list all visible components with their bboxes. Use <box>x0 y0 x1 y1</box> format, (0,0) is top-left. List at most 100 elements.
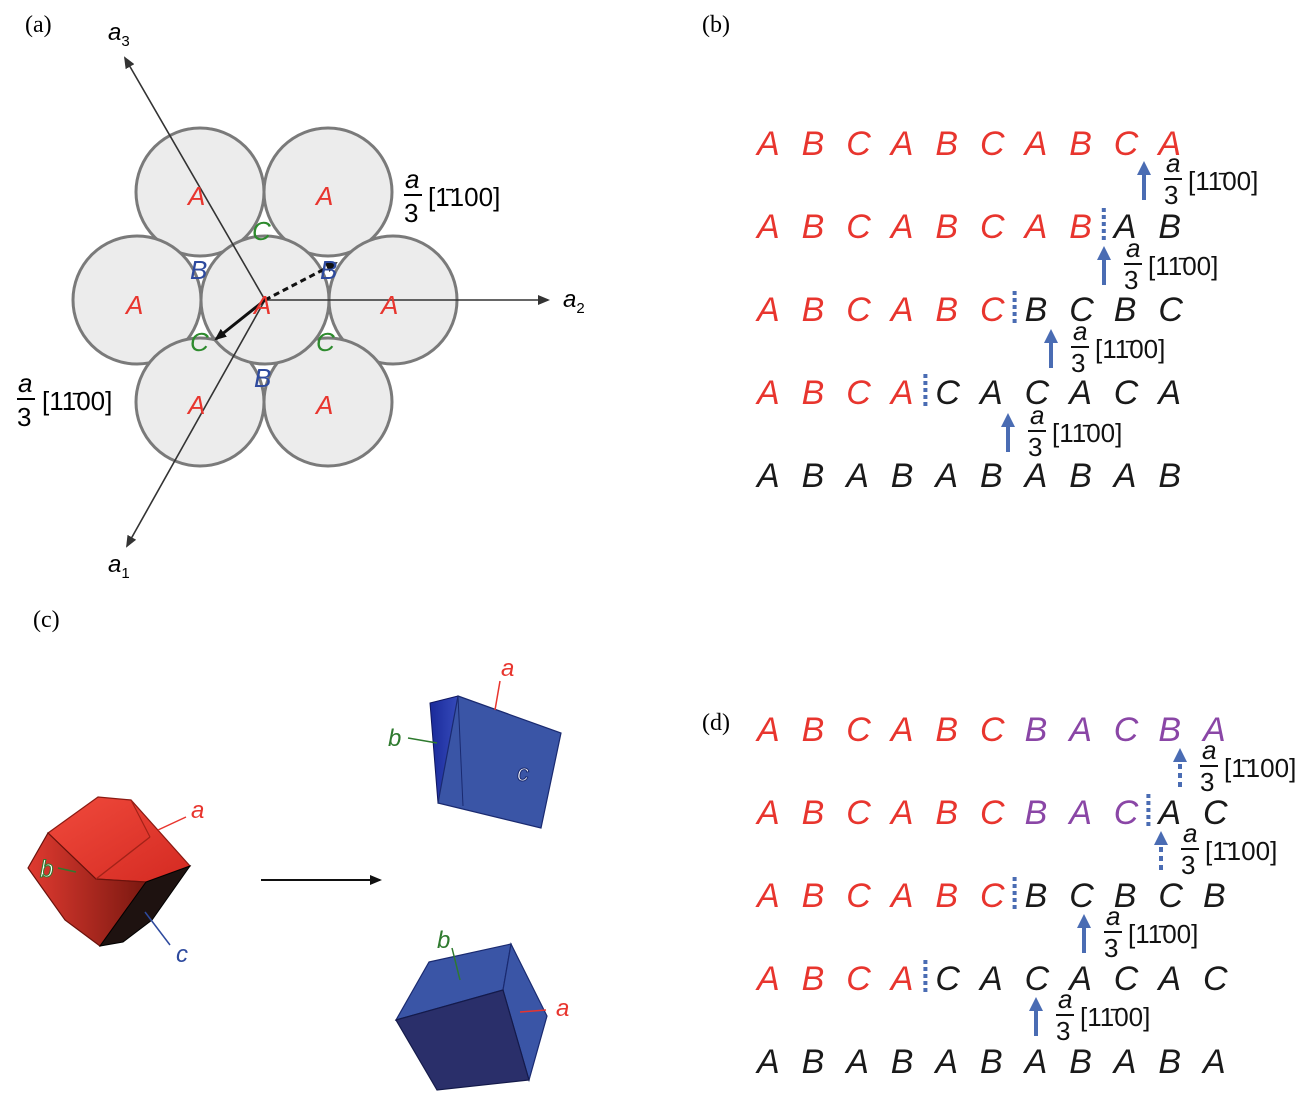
stacking-letter: B <box>935 794 958 832</box>
stacking-letter: C <box>1025 960 1050 998</box>
panel-a: (a) A A A A A A A C B B C C B <box>17 12 585 582</box>
stacking-letter: B <box>1025 291 1048 329</box>
axis-a3 <box>123 56 266 301</box>
stacking-letter: A <box>1201 1043 1226 1081</box>
cube-top-c-label: c <box>517 760 529 787</box>
stacking-letter: A <box>978 374 1003 412</box>
stacking-letter: A <box>1112 208 1137 246</box>
stacking-letter: A <box>1156 960 1181 998</box>
cube-bottom-a-axis-line <box>519 1009 547 1013</box>
stacking-letter: B <box>1069 125 1092 163</box>
shift-miller-index: [11̄00] <box>1128 919 1198 949</box>
stacking-letter: B <box>802 457 825 495</box>
stacking-letter: B <box>802 794 825 832</box>
cube-top-a-label: a <box>501 655 514 682</box>
stacking-letter: C <box>980 711 1005 749</box>
stacking-letter: A <box>755 291 780 329</box>
hex-b-label: b <box>40 856 53 883</box>
fraction-numerator: a <box>405 164 419 194</box>
stacking-letter: C <box>846 125 871 163</box>
stacking-letter: B <box>802 877 825 915</box>
site-label: C <box>190 327 209 357</box>
stacking-letter: B <box>935 877 958 915</box>
shift-fraction-numerator: a <box>1202 735 1216 765</box>
site-label: B <box>320 255 337 285</box>
stacking-letter: C <box>846 208 871 246</box>
stacking-letter: C <box>1158 291 1183 329</box>
stacking-letter: A <box>889 877 914 915</box>
stacking-letter: C <box>1114 374 1139 412</box>
stacking-letter: A <box>1201 711 1226 749</box>
shift-fraction-denominator: 3 <box>1164 180 1178 210</box>
shift-fraction-numerator: a <box>1126 233 1140 263</box>
stacking-letter: A <box>1067 711 1092 749</box>
site-label: B <box>190 255 207 285</box>
stacking-letter: B <box>891 457 914 495</box>
stacking-letter: A <box>1156 794 1181 832</box>
stacking-letter: A <box>1067 960 1092 998</box>
panel-c-label: (c) <box>33 607 60 633</box>
stacking-letter: B <box>1158 457 1181 495</box>
stacking-letter: B <box>935 711 958 749</box>
stacking-letter: C <box>1203 794 1228 832</box>
stacking-letter: B <box>1114 877 1137 915</box>
cube-bottom-b-axis-line <box>451 947 461 981</box>
stacking-letter: A <box>889 711 914 749</box>
stacking-letter: B <box>1158 208 1181 246</box>
stacking-letter: A <box>1023 457 1048 495</box>
atom-label: A <box>252 290 271 320</box>
stacking-letter: C <box>1158 877 1183 915</box>
site-label: C <box>316 327 335 357</box>
stacking-letter: C <box>1114 711 1139 749</box>
fraction-numerator: a <box>18 368 32 398</box>
atom-label: A <box>379 290 398 320</box>
cube-top-a-axis-line <box>494 680 501 711</box>
cube-top-b-axis-line <box>407 737 438 744</box>
shift-miller-index: [11̄00] <box>1188 166 1258 196</box>
hex-a-label: a <box>191 797 204 824</box>
stacking-letter: B <box>1069 1043 1092 1081</box>
cube-bottom-b-label: b <box>437 927 450 954</box>
cube-top-b-label: b <box>388 725 401 752</box>
fraction-denominator: 3 <box>17 402 31 432</box>
shift-fraction-numerator: a <box>1106 901 1120 931</box>
shift-miller-index: [11̄00] <box>1148 251 1218 281</box>
stacking-letter: A <box>755 208 780 246</box>
stacking-letter: A <box>755 794 780 832</box>
solid-shift-arrow <box>214 298 266 341</box>
stacking-letter: A <box>889 208 914 246</box>
stacking-letter: C <box>980 125 1005 163</box>
stacking-letter: B <box>1158 711 1181 749</box>
cube-bottom-front-face <box>395 989 530 1091</box>
cube-top-front-face <box>437 695 562 829</box>
shift-miller-index: [11̄00] <box>1052 418 1122 448</box>
stacking-letter: B <box>1203 877 1226 915</box>
miller-index: [11̄00] <box>42 386 112 416</box>
stacking-letter: A <box>755 125 780 163</box>
stacking-letter: A <box>1067 794 1092 832</box>
stacking-letter: C <box>980 208 1005 246</box>
hex-c-label: c <box>176 941 188 968</box>
stacking-letter: A <box>755 877 780 915</box>
axis-a2-label: a2 <box>563 286 585 317</box>
stacking-letter: A <box>978 960 1003 998</box>
site-label: C <box>252 216 271 246</box>
hexagonal-prism <box>27 796 192 947</box>
stacking-letter: A <box>755 457 780 495</box>
stacking-letter: A <box>1156 374 1181 412</box>
stacking-letter: B <box>1025 711 1048 749</box>
shift-miller-index: [11̄00] <box>1095 334 1165 364</box>
stacking-letter: A <box>755 1043 780 1081</box>
stacking-letter: B <box>1114 291 1137 329</box>
stacking-letter: C <box>846 291 871 329</box>
stacking-letter: C <box>846 960 871 998</box>
hex-c-axis-line <box>144 911 171 946</box>
stacking-letter: B <box>802 291 825 329</box>
shift-miller-index: [1̄100] <box>1205 836 1277 866</box>
